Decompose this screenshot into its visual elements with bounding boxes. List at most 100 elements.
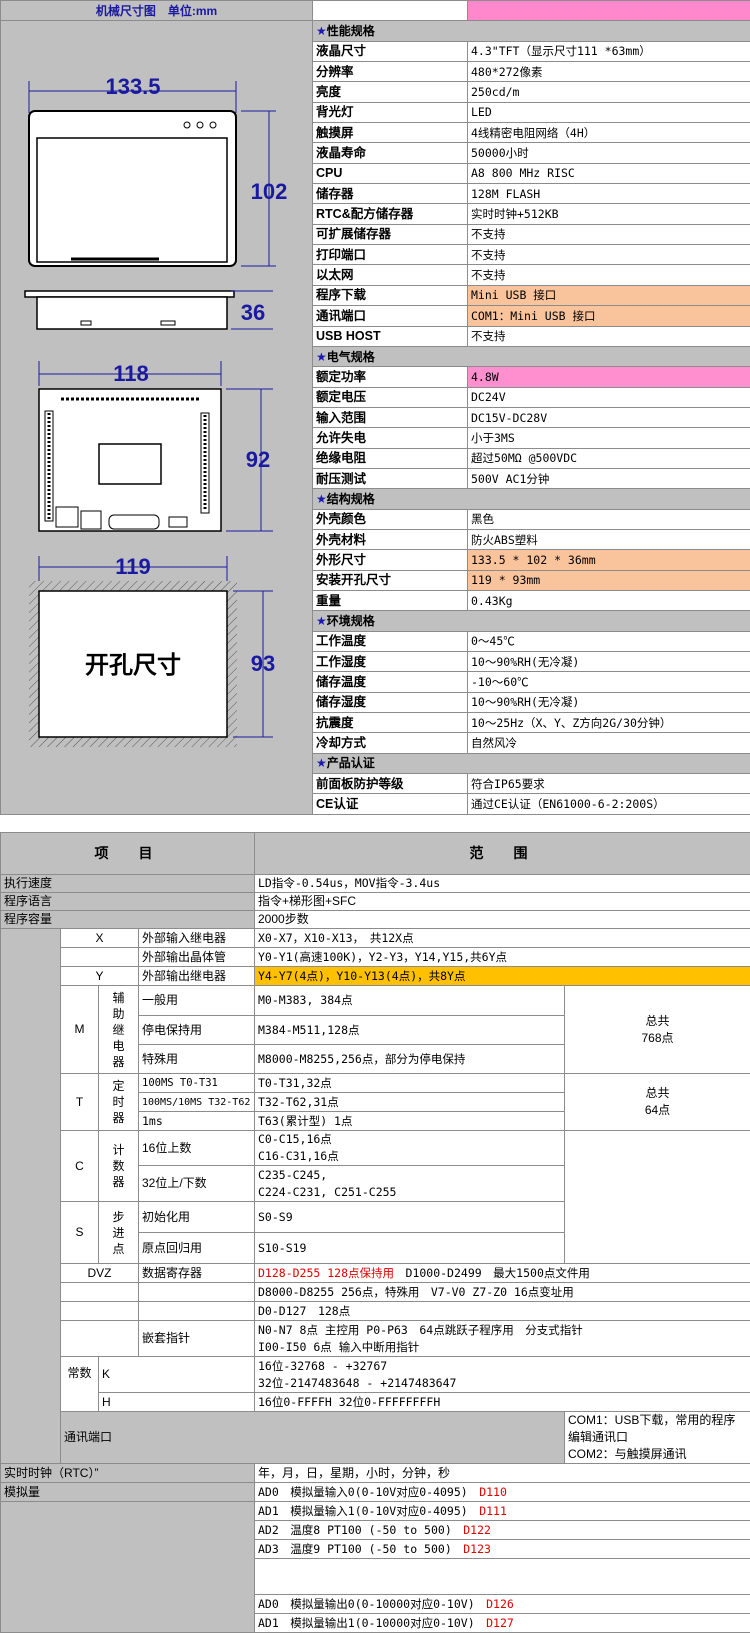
cutout-height-label: 93	[251, 651, 275, 676]
x-value: X0-X7，X10-X13， 共12X点	[255, 929, 750, 948]
const-h: H	[99, 1393, 255, 1412]
analog-row-3: AD3 温度9 PT100 (-50 to 500) D123	[255, 1540, 750, 1559]
s-name-0: 初始化用	[139, 1202, 255, 1233]
spec-key: 可扩展储存器	[313, 224, 468, 244]
comm-label: 通讯端口	[61, 1412, 565, 1464]
d-value-rest: D1000-D2499 最大1500点文件用	[394, 1266, 590, 1280]
spec-value: 不支持	[468, 224, 750, 244]
comm-value: COM1：USB下载，常用的程序编辑通讯口 COM2：与触摸屏通讯	[565, 1412, 750, 1464]
s-name-1: 原点回归用	[139, 1233, 255, 1264]
analog-row-1: AD1 模拟量输入1(0-10V对应0-4095) D111	[255, 1502, 750, 1521]
analog-reg-0: D110	[479, 1485, 507, 1499]
spec-value: -10～60℃	[468, 672, 750, 692]
spec-key: 输入范围	[313, 407, 468, 427]
spec-key: 绝缘电阻	[313, 448, 468, 468]
back-height-label: 92	[246, 447, 270, 472]
exec-speed-value: LD指令-0.54us，MOV指令-3.4us	[255, 875, 750, 893]
front-width-label: 133.5	[105, 74, 160, 99]
d2-code	[61, 1283, 139, 1302]
analog-text-3: AD3 温度9 PT100 (-50 to 500)	[258, 1542, 452, 1556]
spec-value: Mini USB 接口	[468, 285, 750, 305]
spec-key: 外壳颜色	[313, 509, 468, 529]
spec-value: 不支持	[468, 245, 750, 265]
cutout-view: 119 开孔尺寸 93	[29, 554, 275, 747]
spec-key: 通讯端口	[313, 306, 468, 326]
y-value: Y4-Y7(4点)，Y10-Y13(4点)，共8Y点	[255, 967, 750, 986]
spec-value: 500V AC1分钟	[468, 468, 750, 488]
spec-key: 冷却方式	[313, 733, 468, 753]
s-value-1: S10-S19	[255, 1233, 565, 1264]
spec-key: 前面板防护等级	[313, 774, 468, 794]
d-value: D128-D255 128点保持用 D1000-D2499 最大1500点文件用	[255, 1264, 750, 1283]
spec-key: 液晶尺寸	[313, 41, 468, 61]
exec-speed-label: 执行速度	[1, 875, 255, 893]
c-name-1: 32位上/下数	[139, 1166, 255, 1202]
const-k-value: 16位-32768 - +32767 32位-2147483648 - +214…	[255, 1357, 750, 1393]
spec-value: 10～25Hz（X、Y、Z方向2G/30分钟）	[468, 713, 750, 733]
m-total: 总共 768点	[565, 986, 750, 1074]
analog-reg-5: D126	[486, 1597, 514, 1611]
s-group: 步进点	[99, 1202, 139, 1264]
spec-value: A8 800 MHz RISC	[468, 163, 750, 183]
spec-value: 实时时钟+512KB	[468, 204, 750, 224]
spec-key: 安装开孔尺寸	[313, 570, 468, 590]
t-name-1: 100MS/10MS T32-T62	[139, 1093, 255, 1112]
spec-key: 额定电压	[313, 387, 468, 407]
d-value-3: D0-D127 128点	[255, 1302, 750, 1321]
spec-value: 119 * 93mm	[468, 570, 750, 590]
m-name-1: 停电保持用	[139, 1016, 255, 1045]
spec-key: 工作湿度	[313, 652, 468, 672]
d3-name	[139, 1302, 255, 1321]
d-name: 数据寄存器	[139, 1264, 255, 1283]
m-value-0: M0-M383, 384点	[255, 986, 565, 1016]
spec-key: 触摸屏	[313, 123, 468, 143]
analog-text-0: AD0 模拟量输入0(0-10V对应0-4095)	[258, 1485, 468, 1499]
spec-key: 打印端口	[313, 245, 468, 265]
nest-name: 嵌套指针	[139, 1321, 255, 1357]
s-value-0: S0-S9	[255, 1202, 565, 1233]
depth-label: 36	[241, 300, 265, 325]
m-name-2: 特殊用	[139, 1045, 255, 1074]
spec-key: 抗震度	[313, 713, 468, 733]
spec-value: 4.8W	[468, 367, 750, 387]
spec-value: 黑色	[468, 509, 750, 529]
spec-key: 储存温度	[313, 672, 468, 692]
analog-reg-6: D127	[486, 1616, 514, 1630]
spec-value: 10～90%RH(无冷凝)	[468, 652, 750, 672]
spec-key: USB HOST	[313, 326, 468, 346]
spec-key: 额定功率	[313, 367, 468, 387]
spec-key: 背光灯	[313, 102, 468, 122]
rtc-value: 年，月，日，星期，小时，分钟，秒	[255, 1464, 750, 1483]
x-name: 外部输入继电器	[139, 929, 255, 948]
t-group: 定时器	[99, 1074, 139, 1131]
spec-value: 不支持	[468, 326, 750, 346]
d2-name	[139, 1283, 255, 1302]
m-name-0: 一般用	[139, 986, 255, 1016]
x-code: X	[61, 929, 139, 948]
spec-value: 480*272像素	[468, 62, 750, 82]
y-code: Y	[61, 967, 139, 986]
const-h-value: 16位0-FFFFH 32位0-FFFFFFFFH	[255, 1393, 750, 1412]
d3-code	[61, 1302, 139, 1321]
front-view: 133.5 102	[29, 74, 287, 266]
spec-key: RTC&配方储存器	[313, 204, 468, 224]
spec-key: 储存湿度	[313, 692, 468, 712]
spec-section-header: ★结构规格	[313, 489, 750, 509]
cutout-width-label: 119	[115, 554, 151, 579]
analog-text-6: AD1 模拟量输出1(0-10000对应0-10V)	[258, 1616, 475, 1630]
analog-reg-2: D122	[463, 1523, 491, 1537]
spec-value: 0～45℃	[468, 631, 750, 651]
spec-value: DC24V	[468, 387, 750, 407]
spec-section-header: ★电气规格	[313, 346, 750, 366]
c-value-1: C235-C245, C224-C231, C251-C255	[255, 1166, 565, 1202]
d-value-red: D128-D255 128点保持用	[258, 1266, 394, 1280]
c-s-blank	[565, 1131, 750, 1264]
spec-section-header: ★环境规格	[313, 611, 750, 631]
m-code: M	[61, 986, 99, 1074]
resource-table: 项 目 范 围 执行速度 LD指令-0.54us，MOV指令-3.4us 程序语…	[0, 832, 750, 1633]
t-total: 总共 64点	[565, 1074, 750, 1131]
spec-key: 外壳材料	[313, 529, 468, 549]
t-name-0: 100MS T0-T31	[139, 1074, 255, 1093]
analog-row-5: AD0 模拟量输出0(0-10000对应0-10V) D126	[255, 1595, 750, 1614]
analog-reg-1: D111	[479, 1504, 507, 1518]
